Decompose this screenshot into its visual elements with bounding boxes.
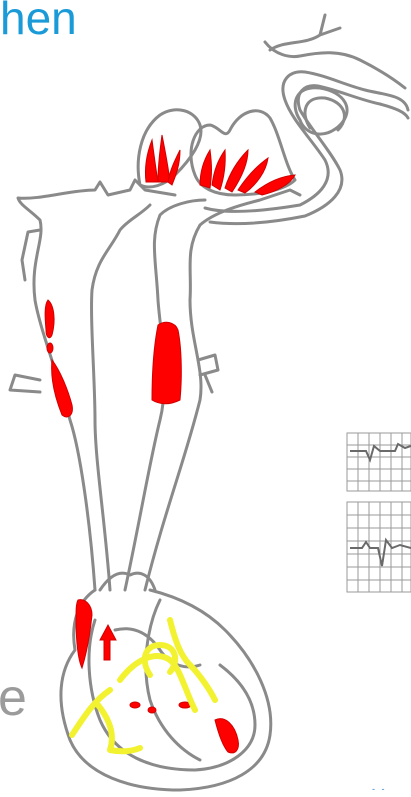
red-lobe-left-3 xyxy=(168,150,180,185)
red-left-mid xyxy=(52,360,73,417)
outer-vessel-outline xyxy=(205,72,408,212)
red-heart-dot-1 xyxy=(130,702,140,708)
ecg-grid-top xyxy=(347,433,411,491)
red-lobe-left-2 xyxy=(158,135,170,182)
side-stub-left xyxy=(10,375,40,392)
heart-icon xyxy=(61,573,271,790)
red-right-column xyxy=(152,322,181,403)
red-heart-apex xyxy=(215,719,238,753)
top-branch xyxy=(270,15,340,50)
ecg-trace-icon xyxy=(347,433,411,592)
ecg-grid-top-lines xyxy=(347,433,411,491)
red-lobe-right-2 xyxy=(212,150,225,190)
red-left-dot-1 xyxy=(47,343,53,353)
yellow-left-branch xyxy=(72,690,140,751)
red-lobe-left-1 xyxy=(145,140,158,182)
red-lobe-right-1 xyxy=(200,150,212,188)
red-left-upper xyxy=(45,300,54,338)
left-vessel-outline xyxy=(18,180,175,590)
yellow-pathway xyxy=(72,620,215,751)
red-heart-dot-2 xyxy=(148,707,156,713)
outer-vessel-inner xyxy=(210,86,408,224)
left-vessel-inner xyxy=(92,205,150,590)
